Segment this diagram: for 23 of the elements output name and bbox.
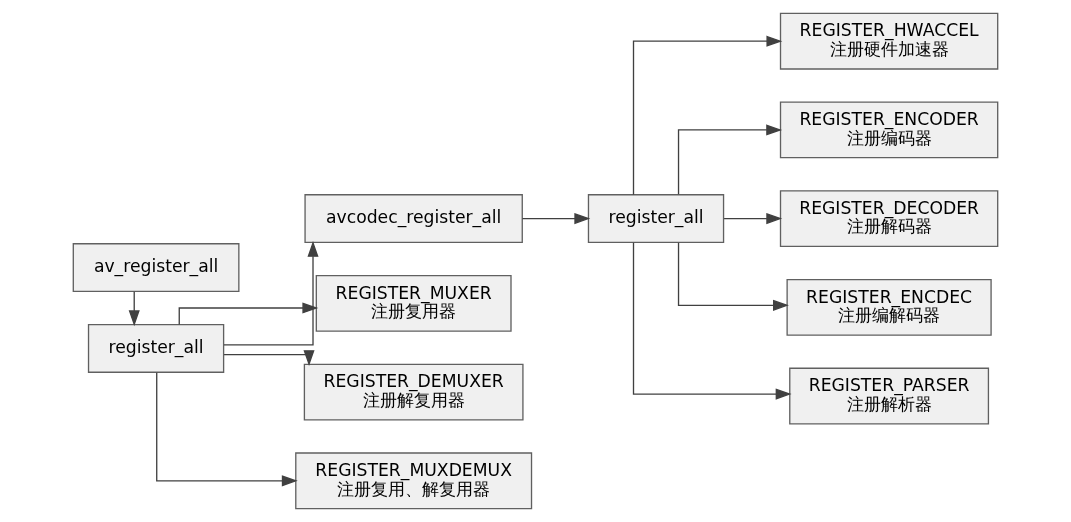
- arrow: [223, 350, 315, 367]
- node-box: REGISTER_MUXDEMUX 注册复用、解复用器: [295, 452, 533, 510]
- node-box: REGISTER_ENCDEC 注册编解码器: [786, 278, 992, 336]
- arrow: [521, 213, 591, 225]
- node-box: REGISTER_PARSER 注册解析器: [789, 367, 990, 425]
- node-box: register_all: [587, 194, 725, 244]
- arrow: [723, 213, 783, 225]
- node-box: REGISTER_ENCODER 注册编码器: [779, 101, 999, 159]
- node-box: REGISTER_DECODER 注册解码器: [779, 190, 999, 248]
- arrow: [128, 291, 140, 327]
- node-box: avcodec_register_all: [304, 194, 523, 244]
- node-box: REGISTER_MUXER 注册复用器: [315, 274, 512, 332]
- arrow: [632, 35, 783, 196]
- arrow: [677, 124, 783, 196]
- arrow: [156, 372, 298, 487]
- arrow: [178, 302, 319, 326]
- node-box: register_all: [87, 323, 225, 373]
- node-box: av_register_all: [72, 243, 240, 293]
- arrow: [632, 242, 792, 400]
- node-box: REGISTER_HWACCEL 注册硬件加速器: [779, 12, 999, 70]
- node-box: REGISTER_DEMUXER 注册解复用器: [303, 363, 524, 421]
- arrow: [223, 240, 319, 346]
- arrow: [677, 242, 789, 311]
